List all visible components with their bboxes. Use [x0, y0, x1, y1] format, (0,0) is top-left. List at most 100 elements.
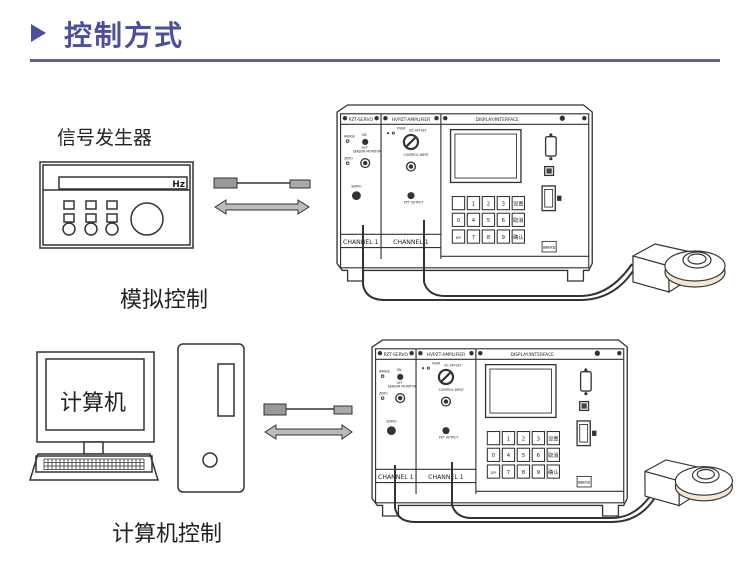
keypad-key-label: 7: [472, 235, 475, 241]
servo-cable: [362, 225, 636, 301]
keypad-key: [496, 229, 511, 244]
screw: [443, 116, 448, 121]
screw: [469, 351, 474, 356]
controller-unit-computer: PZT-SERVO HVPZT-AMPLIFIER DISPLAY/INTERFAC…: [371, 339, 628, 517]
rotation-stage-analog: [632, 243, 726, 294]
control-switch-button: [576, 475, 592, 488]
screw: [383, 116, 388, 121]
keypad-key: [531, 464, 546, 479]
keypad-key-label: 6: [537, 453, 541, 459]
keypad-key: [466, 212, 481, 227]
zero-led: [345, 161, 350, 165]
keypad-key: [501, 430, 516, 446]
keypad-key-label: 1: [472, 201, 475, 207]
keypad-key-label: 设置: [513, 199, 524, 207]
computer-tower: [177, 343, 245, 493]
label-dc-offset: DC-OFFSET: [409, 128, 427, 132]
keypad-key: [486, 447, 501, 462]
keypad-key: [531, 447, 546, 462]
channel-label-amplifier: CHANNEL 1: [428, 474, 464, 481]
controller-casing: [371, 339, 628, 517]
screw: [374, 116, 379, 121]
keypad-key-label: 5: [487, 218, 490, 224]
screw: [582, 116, 587, 121]
label-dc-offset: DC-OFFSET: [444, 363, 462, 367]
module-title-amplifier: HVPZT-AMPLIFIER: [392, 117, 431, 123]
keypad-key-label: 4: [507, 453, 511, 459]
keypad-key-label: 2: [522, 436, 525, 442]
module-title-servo: PZT-SERVO: [384, 352, 409, 358]
lcd-screen: [449, 128, 522, 184]
keypad-key: [486, 430, 501, 446]
screw: [478, 351, 483, 356]
keypad-key: [516, 447, 531, 462]
computer-screen-label: 计算机: [60, 391, 127, 416]
keypad-key: [546, 464, 561, 479]
on-off-switch: [362, 138, 369, 146]
servo-cable-2: [394, 465, 657, 523]
label-servo: SERVO: [386, 420, 397, 424]
screw: [409, 351, 414, 356]
keypad-key-label: 1: [507, 436, 510, 442]
range-led: [380, 374, 385, 378]
keypad-key-label: 8: [487, 235, 490, 241]
pzt-output-connector: [407, 192, 415, 200]
power-indicator: [559, 115, 565, 121]
label-over: OVER: [397, 127, 406, 131]
screw: [377, 351, 383, 356]
keypad-key-label: 6: [502, 218, 506, 224]
power-switch: [576, 420, 591, 447]
keyboard-keys: [43, 458, 145, 470]
cable-icon: [213, 177, 311, 189]
rs232-port: [544, 136, 557, 157]
keypad-key: [451, 229, 466, 244]
bidirectional-arrow-icon-2: [264, 424, 353, 440]
keypad-key-label: 9: [502, 235, 505, 241]
label-sensor-monitor: SENSOR MONITOR: [388, 385, 417, 389]
signal-generator-label: 信号发生器: [57, 127, 153, 149]
keypad-key-label: 确认: [548, 468, 559, 476]
keypad-key-label: 3: [537, 436, 540, 442]
keypad-key: [481, 212, 496, 227]
keypad-key-label: 4: [472, 218, 476, 224]
keypad-key: [466, 229, 481, 244]
keypad-key: [451, 212, 466, 227]
servo-connector: [387, 426, 396, 436]
computer-monitor: [28, 351, 160, 481]
screw: [434, 116, 439, 121]
label-control-input: CONTROL INPUT: [404, 153, 429, 157]
front-panel: [339, 113, 590, 269]
channel-label-amplifier: CHANNEL 1: [393, 239, 429, 246]
label-on: ON: [397, 368, 402, 372]
screw: [418, 351, 423, 356]
label-pzt-output: PZT OUTPUT: [404, 201, 423, 205]
title-divider: [30, 59, 720, 62]
keypad-key: [501, 447, 516, 462]
keypad-key: [501, 464, 516, 479]
signal-generator: [39, 161, 194, 249]
control-switch-label: 控制开关: [578, 479, 590, 484]
bidirectional-arrow-icon: [214, 199, 310, 215]
keypad-key-label: DP.: [491, 471, 496, 475]
on-off-switch: [397, 373, 404, 381]
rs232-port: [579, 371, 592, 392]
keypad-key: [511, 212, 526, 227]
controller-casing: [336, 104, 593, 282]
keypad-key: [516, 430, 531, 446]
cable-icon-2: [263, 403, 353, 416]
keypad-key: [546, 430, 561, 446]
channel-label-servo: CHANNEL 1: [343, 239, 379, 246]
module-title-amplifier: HVPZT-AMPLIFIER: [427, 352, 466, 358]
keypad-key-label: 取消: [513, 216, 524, 224]
control-switch-label: 控制开关: [543, 244, 555, 249]
keypad-key: [466, 195, 481, 211]
module-title-display: DISPLAY/INTERFACE: [510, 352, 554, 358]
front-panel: [374, 348, 625, 504]
keypad-key: [511, 229, 526, 244]
keypad-key: [511, 195, 526, 211]
computer-control-caption: 计算机控制: [112, 522, 223, 547]
keypad-key-label: 8: [522, 470, 525, 476]
label-range: RANGE: [344, 135, 355, 139]
keypad-key: [546, 447, 561, 462]
